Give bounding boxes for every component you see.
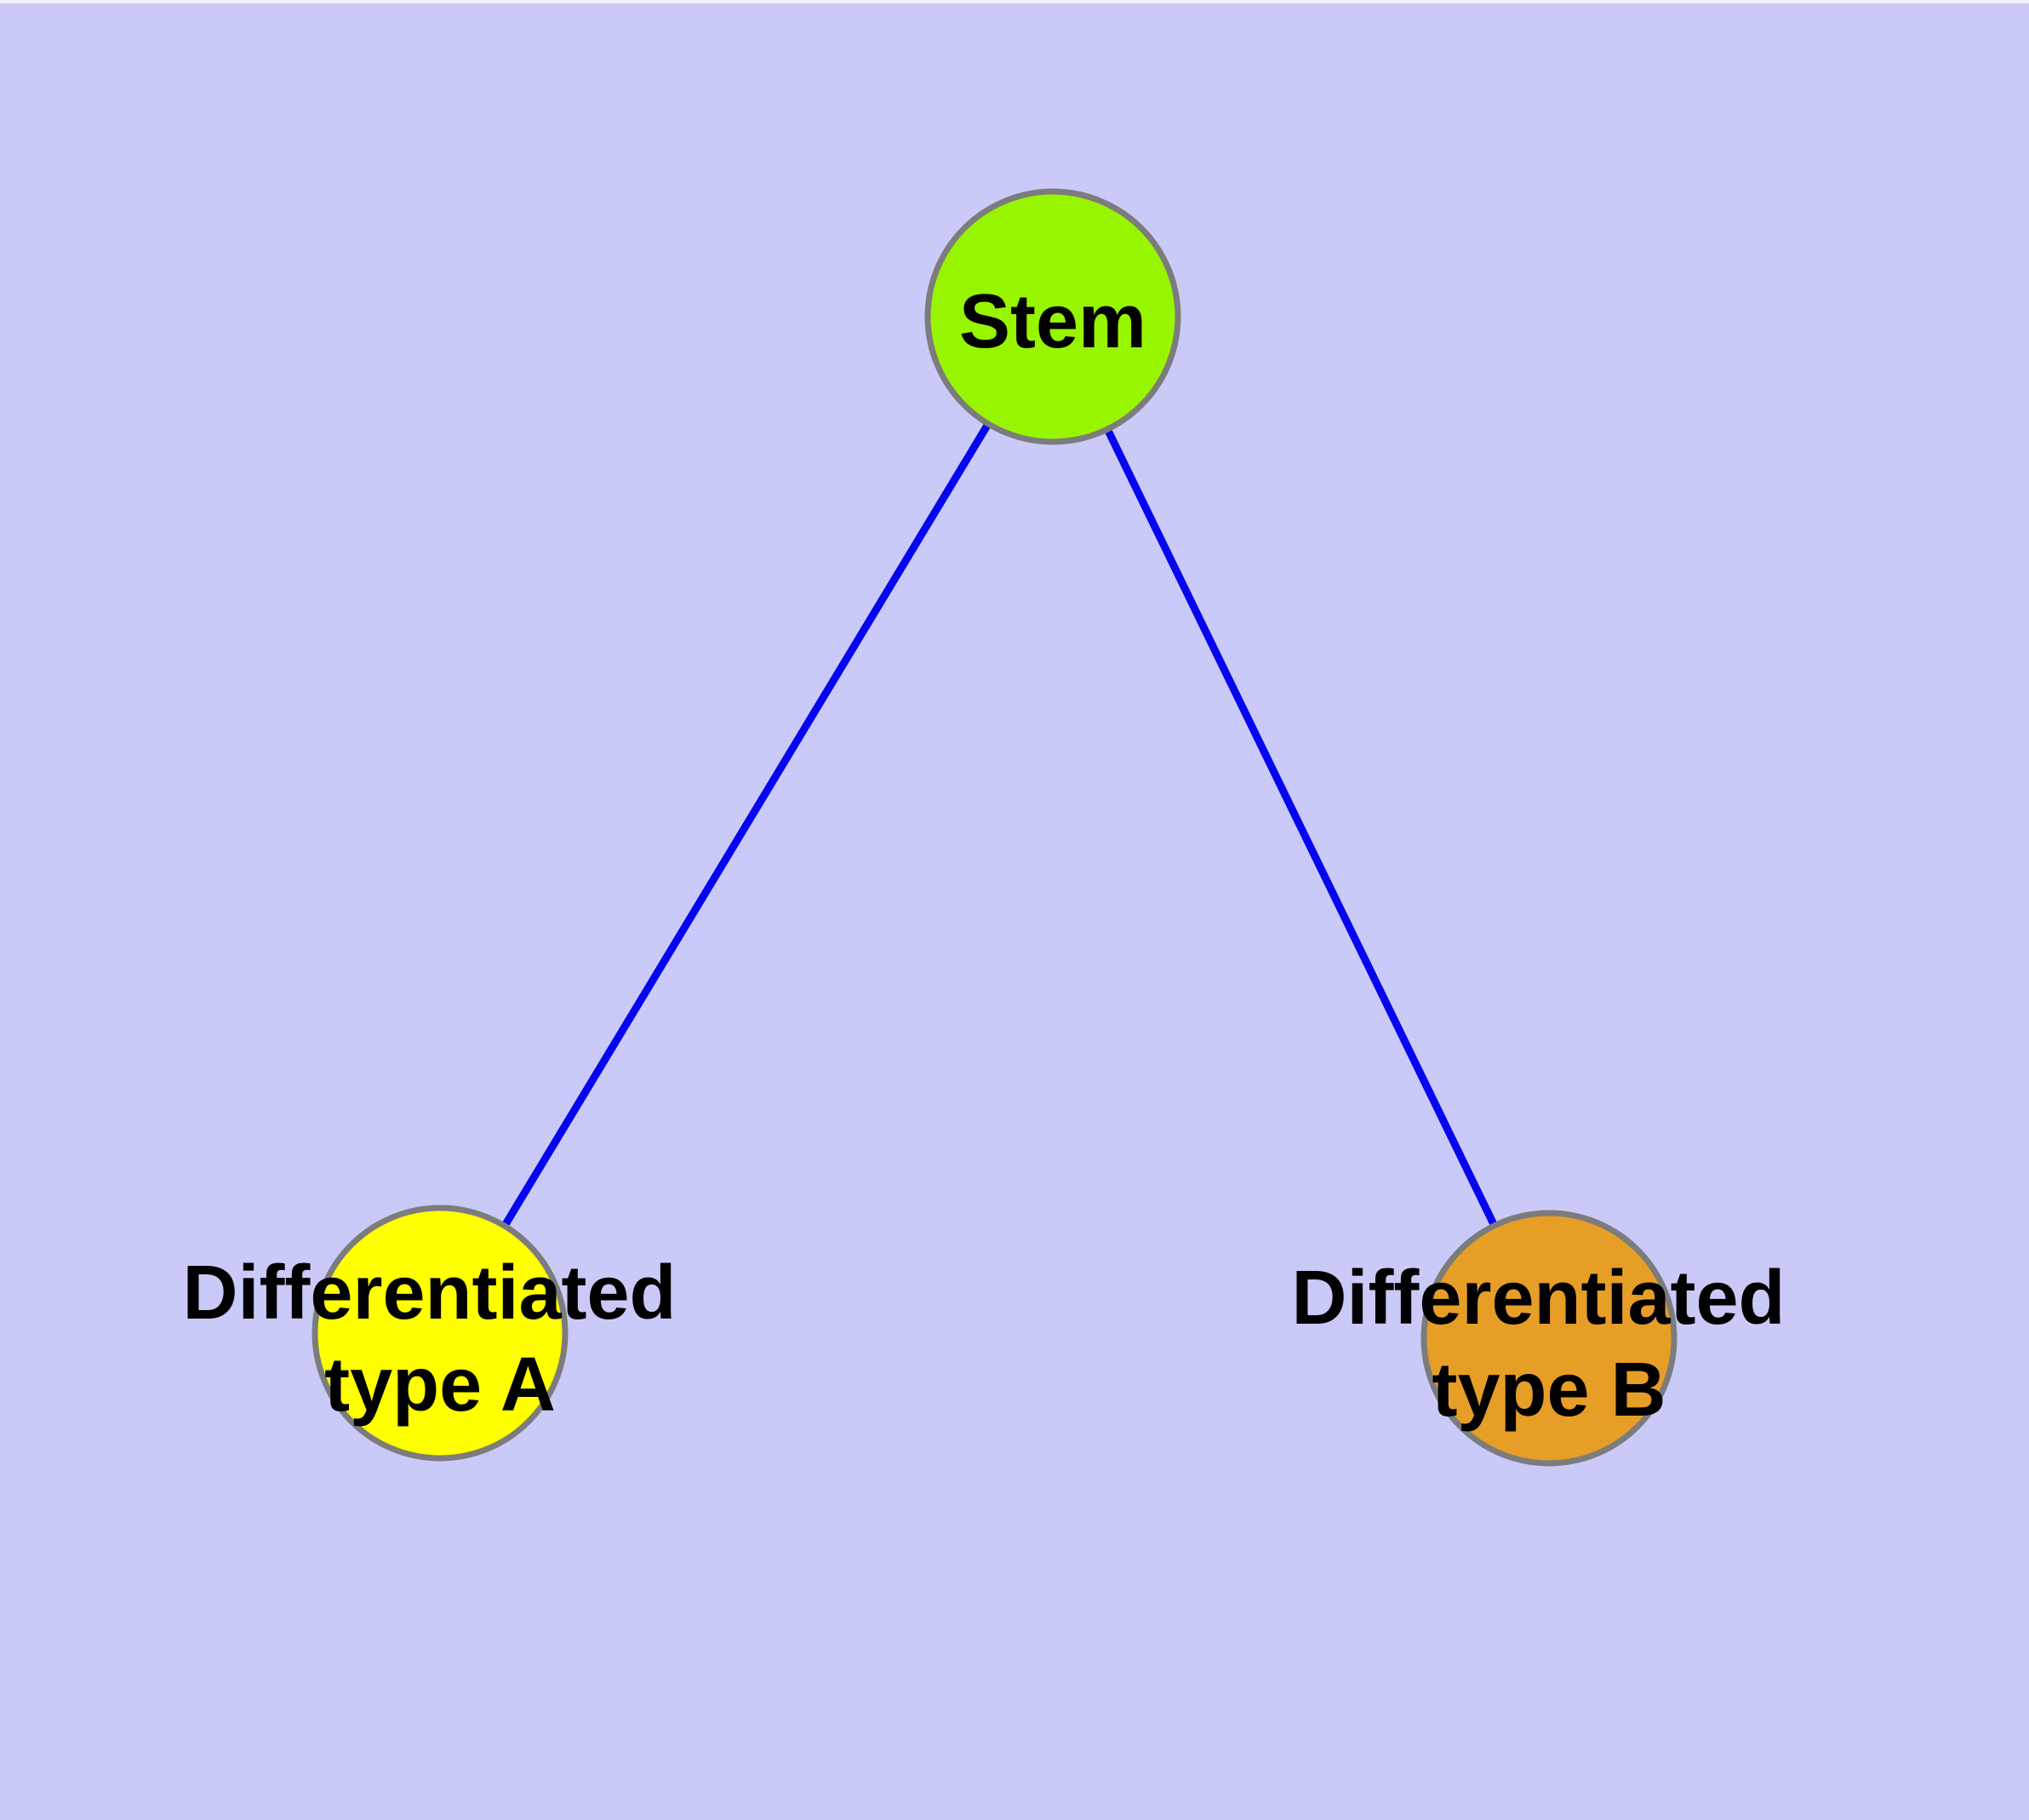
edge-stem-to-type-b	[1049, 315, 1553, 1340]
node-type-a: Differentiated type A	[182, 1205, 697, 1462]
node-type-b-label-line1: Differentiated	[1291, 1256, 1785, 1341]
node-type-b-label-line2: type B	[1432, 1348, 1666, 1433]
top-edge-strip	[0, 0, 2029, 3]
node-type-a-circle	[311, 1205, 569, 1462]
node-type-a-label-line1: Differentiated	[182, 1251, 676, 1336]
node-stem: Stem	[924, 188, 1181, 445]
node-type-b-label: Differentiated type B	[1291, 1256, 1806, 1433]
node-type-a-label: Differentiated type A	[182, 1251, 697, 1428]
node-stem-label: Stem	[959, 279, 1146, 364]
node-stem-circle	[924, 188, 1181, 445]
node-type-a-label-line2: type A	[324, 1342, 556, 1428]
node-type-b: Differentiated type B	[1291, 1210, 1806, 1467]
node-type-b-circle	[1420, 1210, 1677, 1467]
edge-stem-to-type-a	[437, 314, 1056, 1336]
